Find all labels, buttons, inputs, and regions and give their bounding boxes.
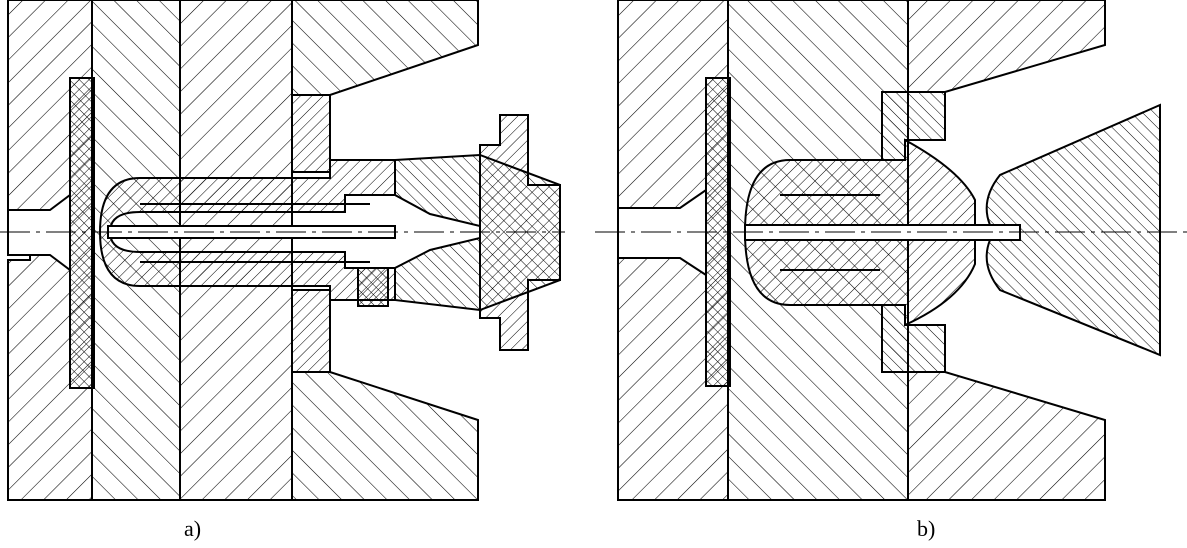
figure-b-nozzle-section [595, 0, 1187, 501]
figure-a-nozzle-section [0, 0, 565, 501]
locating-ring-upper [291, 94, 331, 173]
insulation-plate [69, 77, 95, 389]
caption-b: b) [917, 516, 936, 541]
locating-ring-lower [291, 289, 331, 373]
nozzle-body [98, 159, 396, 301]
right-block [907, 0, 1106, 93]
middle-plate-2 [179, 0, 293, 501]
locating-pin [357, 267, 389, 307]
right-block-lower [907, 371, 1106, 501]
caption-a: a) [184, 516, 202, 541]
sprue-cone [985, 103, 1161, 357]
right-block [291, 0, 479, 96]
right-block-lower [291, 371, 479, 501]
